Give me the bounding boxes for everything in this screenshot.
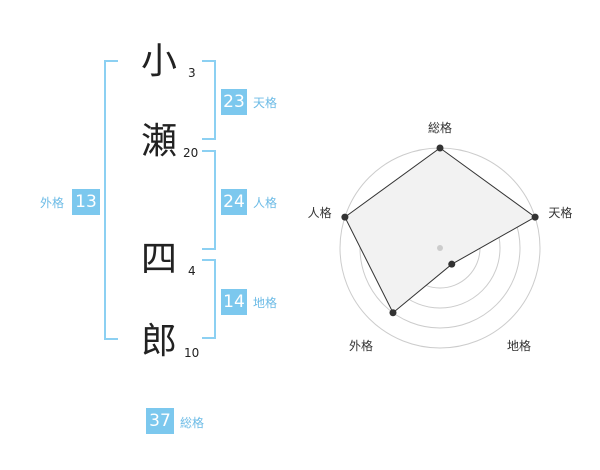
radar-center (437, 245, 443, 251)
soukaku-label: 総格 (180, 416, 205, 430)
radar-axis-label: 外格 (349, 338, 373, 353)
name-char-3: 四 (141, 239, 178, 280)
radar-axis-label: 総格 (428, 120, 452, 135)
jinkaku-bracket (202, 150, 216, 250)
radar-axis-label: 天格 (548, 205, 572, 220)
chikaku-label: 地格 (253, 296, 278, 310)
radar-axis-label: 地格 (507, 338, 531, 353)
radar-axis-label: 人格 (308, 205, 332, 220)
soukaku-value: 37 (146, 408, 174, 434)
name-char-4: 郎 (141, 321, 178, 362)
radar-point (531, 213, 539, 221)
radar-point (448, 260, 456, 268)
gaikaku-value: 13 (72, 189, 100, 215)
stroke-count-1: 3 (188, 66, 196, 80)
radar-point (389, 309, 397, 317)
radar-point (341, 213, 349, 221)
name-char-1: 小 (141, 41, 178, 82)
radar-points (341, 144, 539, 317)
name-char-2: 瀬 (141, 121, 178, 162)
gaikaku-label: 外格 (40, 196, 65, 210)
jinkaku-label: 人格 (253, 196, 278, 210)
radar-point (436, 144, 444, 152)
jinkaku-value: 24 (221, 189, 247, 215)
tenkaku-label: 天格 (253, 96, 278, 110)
tenkaku-bracket (202, 60, 216, 140)
chikaku-bracket (202, 259, 216, 339)
radar-polygon (344, 147, 537, 314)
stroke-count-2: 20 (183, 146, 199, 160)
stroke-count-3: 4 (188, 264, 196, 278)
chikaku-value: 14 (221, 289, 247, 315)
tenkaku-value: 23 (221, 89, 247, 115)
gaikaku-bracket (104, 60, 118, 340)
stroke-count-4: 10 (184, 346, 200, 360)
